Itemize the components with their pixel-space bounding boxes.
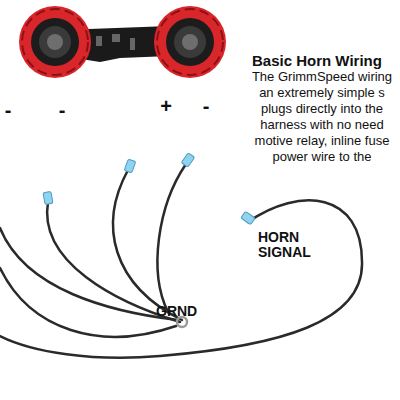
description-line: power wire to the <box>273 150 372 164</box>
spade-terminal <box>43 191 53 204</box>
bracket-slot <box>112 34 120 42</box>
description-line: motive relay, inline fuse <box>255 134 390 148</box>
heading: Basic Horn Wiring <box>252 52 382 69</box>
horn-slots <box>22 9 88 75</box>
description-line: harness with no need <box>260 118 384 132</box>
spade-terminal <box>181 153 194 167</box>
spade-terminal <box>241 211 255 224</box>
horn-ring <box>19 6 91 78</box>
horn-cap <box>47 34 63 50</box>
polarity-sign: + <box>160 96 172 117</box>
bracket-slot <box>130 38 135 50</box>
wire <box>0 268 176 337</box>
description-line: an extremely simple s <box>259 86 385 100</box>
horn <box>154 6 226 78</box>
horn-cap <box>182 34 198 50</box>
wire <box>158 164 186 312</box>
polarity-sign: - <box>5 100 12 121</box>
horn-cone <box>31 18 79 66</box>
wire <box>0 200 362 357</box>
horn <box>19 6 91 78</box>
horn-cone <box>39 26 71 58</box>
polarity-sign: - <box>203 96 210 117</box>
bracket-slot <box>96 36 102 46</box>
signal-name: HORN SIGNAL <box>258 230 338 259</box>
polarity-sign: - <box>59 100 66 121</box>
description-line: plugs directly into the <box>261 102 383 116</box>
description-line: The GrimmSpeed wiring <box>252 70 392 84</box>
horn-ring <box>154 6 226 78</box>
horn-slots <box>157 9 223 75</box>
horn-cone <box>174 26 206 58</box>
horn-cone <box>166 18 214 66</box>
signal-name: GRND <box>156 304 197 319</box>
spade-terminal <box>124 159 136 173</box>
